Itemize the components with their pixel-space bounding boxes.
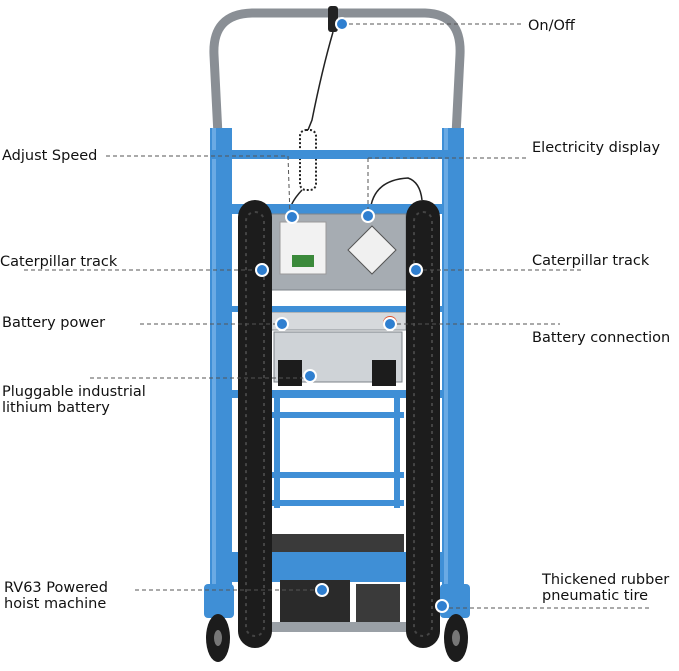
caterpillar-track-left [238, 200, 272, 648]
callout-rubber-tire: Thickened rubber pneumatic tire [542, 572, 670, 604]
callout-rv63-hoist: RV63 Powered hoist machine [4, 580, 108, 612]
speed-cable [307, 31, 334, 131]
circle-dot-icon-track-left [255, 263, 269, 277]
circle-dot-icon-speed [285, 210, 299, 224]
callout-caterpillar-track-right: Caterpillar track [532, 253, 650, 269]
callout-markers [255, 17, 449, 613]
callout-battery-connection: Battery connection [532, 330, 671, 346]
circle-dot-icon-display [361, 209, 375, 223]
circle-dot-icon-battery-power [275, 317, 289, 331]
circle-dot-icon-on-off [335, 17, 349, 31]
callout-battery-power: Battery power [2, 315, 106, 331]
frame-crossbar-battery [232, 306, 442, 312]
wheel-icon-right [444, 614, 468, 662]
circle-dot-icon-track-right [409, 263, 423, 277]
callout-pluggable-battery: Pluggable industrial lithium battery [2, 384, 146, 416]
warning-diamond [347, 225, 397, 275]
coiled-cable [299, 129, 317, 191]
circle-dot-icon-tire [435, 599, 449, 613]
circle-dot-icon-hoist [315, 583, 329, 597]
circle-dot-icon-battery [303, 369, 317, 383]
frame-crossbar-top [210, 150, 464, 159]
callout-adjust-speed: Adjust Speed [2, 148, 98, 164]
callout-electricity-display: Electricity display [532, 140, 661, 156]
frame-crossbar-mid [232, 204, 442, 214]
motor-housing [272, 534, 404, 556]
wheel-icon-left [206, 614, 230, 662]
callout-caterpillar-track-left: Caterpillar track [0, 254, 118, 270]
lcd-display-icon [292, 255, 314, 267]
handle-bar [209, 8, 465, 140]
circle-dot-icon-battery-connection [383, 317, 397, 331]
leader-lines [24, 23, 650, 609]
caterpillar-track-right [406, 200, 440, 648]
hoist-motor [280, 580, 350, 622]
callout-on-off: On/Off [528, 18, 575, 34]
